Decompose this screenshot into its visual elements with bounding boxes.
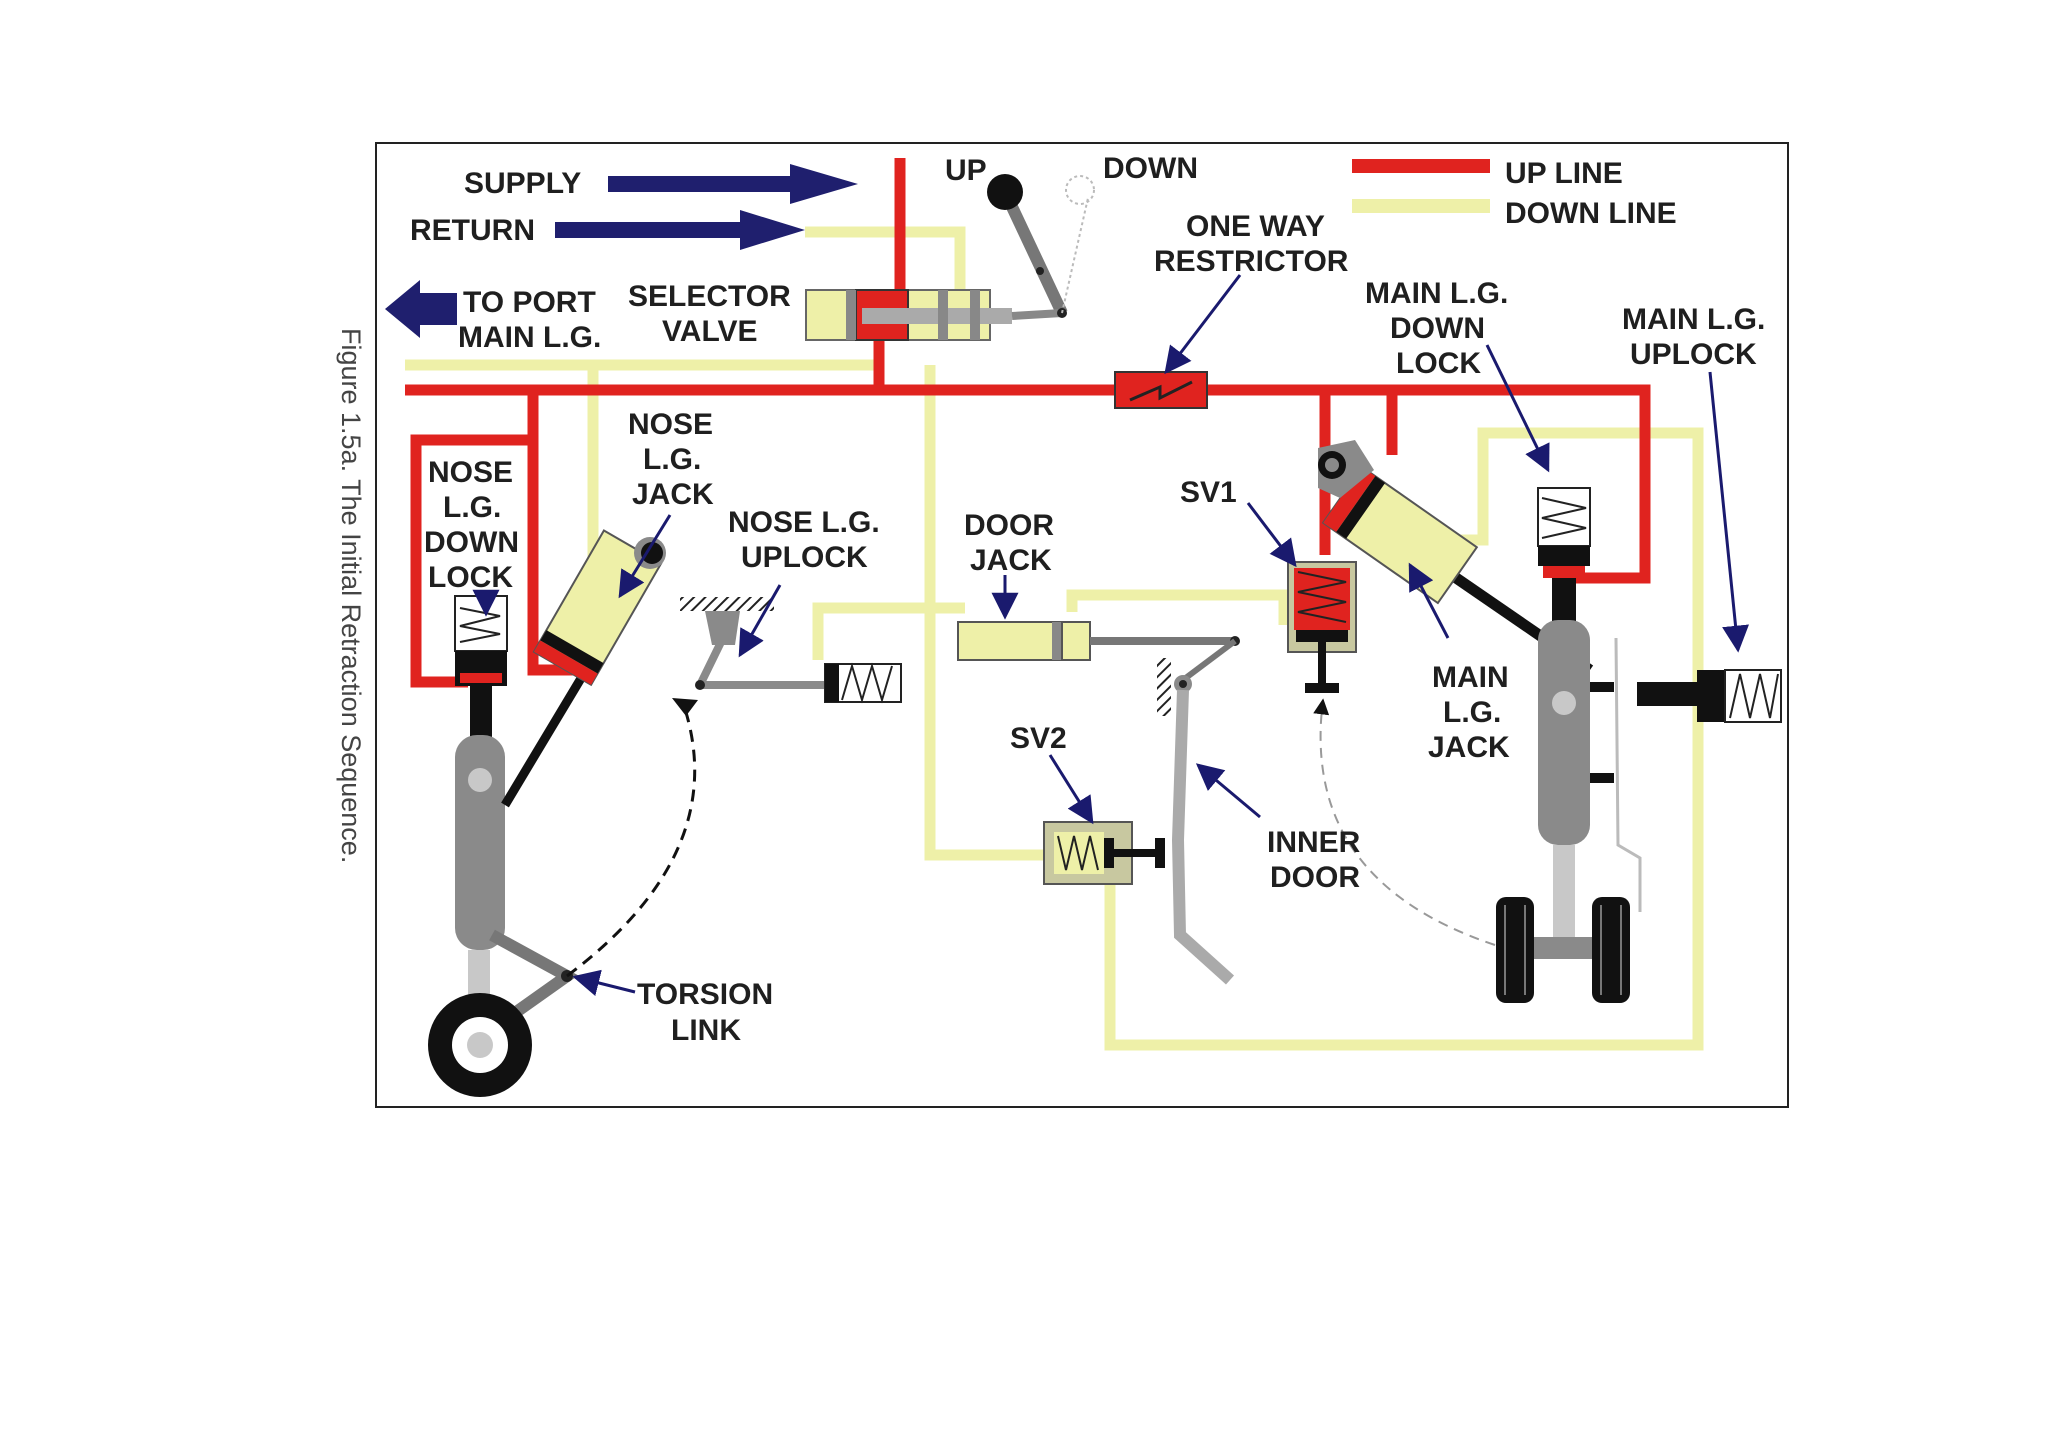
to-port-arrow	[385, 280, 457, 338]
sv2-label: SV2	[1010, 722, 1067, 755]
selector-valve-label-line1: SELECTOR	[628, 280, 791, 313]
selector-valve	[805, 289, 1012, 341]
down-label: DOWN	[1103, 152, 1198, 185]
inner-door-label-line1: INNER	[1267, 826, 1361, 859]
nose-down-lock-label-line2: L.G.	[443, 491, 501, 524]
one-way-restrictor-label-line2: RESTRICTOR	[1154, 245, 1349, 278]
main-uplock-label-line1: MAIN L.G.	[1622, 303, 1765, 336]
nose-down-lock-label-line1: NOSE	[428, 456, 513, 489]
nose-jack-label-line2: L.G.	[643, 443, 701, 476]
main-jack-label-line2: L.G.	[1443, 696, 1501, 729]
nose-jack-label-line3: JACK	[632, 478, 714, 511]
torsion-link-label-line2: LINK	[671, 1014, 741, 1047]
main-jack-label-line3: JACK	[1428, 731, 1510, 764]
door-jack-label-line1: DOOR	[964, 509, 1054, 542]
nose-down-lock-label-line4: LOCK	[428, 561, 513, 594]
down-lines	[405, 226, 1704, 1051]
main-gear-leg	[1496, 578, 1642, 1003]
legend-up-line-label: UP LINE	[1505, 157, 1623, 190]
one-way-restrictor-label-line1: ONE WAY	[1186, 210, 1325, 243]
supply-arrow	[608, 164, 858, 204]
main-jack-label-line1: MAIN	[1432, 661, 1509, 694]
to-port-label-line2: MAIN L.G.	[458, 321, 601, 354]
legend-down-line-swatch	[1352, 199, 1490, 213]
to-port-label-line1: TO PORT	[463, 286, 596, 319]
sv2-valve	[1043, 821, 1165, 885]
legend-down-line-label: DOWN LINE	[1505, 197, 1677, 230]
inner-door-label-line2: DOOR	[1270, 861, 1360, 894]
sv1-label: SV1	[1180, 476, 1237, 509]
figure-caption: Figure 1.5a. The Initial Retraction Sequ…	[336, 328, 366, 863]
nose-uplock-label-line2: UPLOCK	[741, 541, 868, 574]
nose-down-lock-label-line3: DOWN	[424, 526, 519, 559]
nose-lg-down-lock	[454, 595, 508, 686]
label-pointers	[472, 274, 1749, 996]
supply-label: SUPPLY	[464, 167, 581, 200]
main-gear-swing-path	[1313, 698, 1496, 946]
selector-valve-label-line2: VALVE	[662, 315, 758, 348]
sv1-valve	[1287, 561, 1357, 693]
door-jack-label-line2: JACK	[970, 544, 1052, 577]
legend-up-line-swatch	[1352, 159, 1490, 173]
legend: UP LINE DOWN LINE	[1352, 157, 1677, 230]
return-label: RETURN	[410, 214, 535, 247]
inner-door	[1157, 658, 1235, 985]
main-lg-down-lock	[1537, 487, 1591, 578]
main-down-lock-label-line2: DOWN	[1390, 312, 1485, 345]
one-way-restrictor	[1114, 371, 1208, 409]
main-down-lock-label-line3: LOCK	[1396, 347, 1481, 380]
torsion-link-path	[566, 699, 697, 978]
selector-lever	[987, 174, 1095, 320]
labels: SUPPLY RETURN UP DOWN TO PORT MAIN L.G. …	[410, 152, 1765, 1047]
torsion-link-arrowhead	[672, 698, 698, 716]
return-arrow	[555, 210, 805, 250]
nose-uplock-label-line1: NOSE L.G.	[728, 506, 880, 539]
nose-lg-uplock	[680, 597, 902, 704]
main-down-lock-label-line1: MAIN L.G.	[1365, 277, 1508, 310]
door-jack	[957, 621, 1240, 683]
torsion-link-label-line1: TORSION	[637, 978, 773, 1011]
main-lg-uplock	[1637, 669, 1782, 723]
nose-jack-label-line1: NOSE	[628, 408, 713, 441]
up-label: UP	[945, 154, 987, 187]
main-uplock-label-line2: UPLOCK	[1630, 338, 1757, 371]
